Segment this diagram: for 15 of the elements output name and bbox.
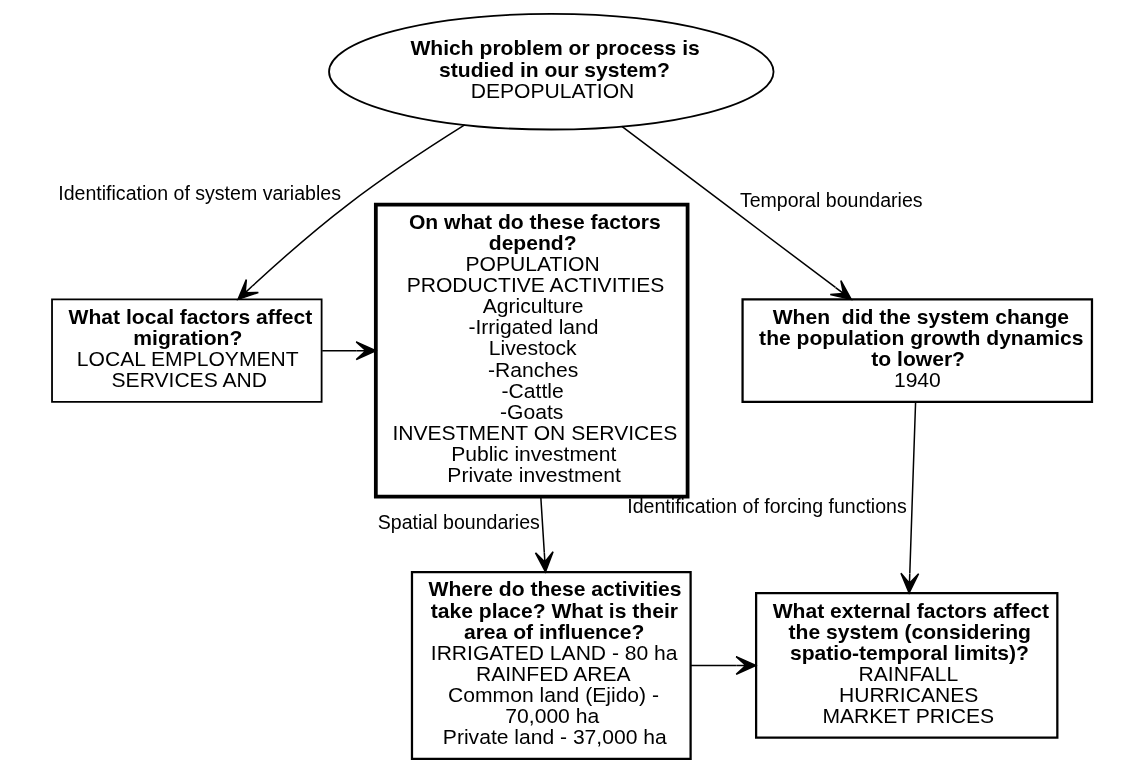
arrow [320,341,377,361]
arrow [620,125,852,301]
edge-label: Temporal boundaries [739,189,923,212]
edge-label: Spatial boundaries [377,510,540,533]
node-ellipse: Which problem or process is studied in our system? DEPOPULATION [327,13,774,131]
edge-label: Identification of system variables [57,182,341,205]
node-box: On what do these factors depend? POPULATION PRODUCTIVE ACTIVITIES Agriculture -Irrigated land Livestock -Ranches -Cattle -Goats INVESTMENT ON SERVICES Public investment Private investment [373,202,689,499]
node-box: When did the system change the population growth dynamics to lower? 1940 [740,298,1093,403]
arrow [236,124,465,301]
arrow [534,496,554,573]
node-box: What external factors affect the system (considering spatio-temporal limits)? RAINFALL HURRICANES MARKET PRICES [754,592,1058,739]
arrow [689,655,757,675]
arrow [899,401,919,594]
node-box: What local factors affect migration? LOCAL EMPLOYMENT SERVICES AND [50,298,322,403]
node-box: Where do these activities take place? What is their area of influence? IRRIGATED LAND - 80 ha RAINFED AREA Common land (Ejido) - 70,000 ha Private land - 37,000 ha [410,570,692,760]
